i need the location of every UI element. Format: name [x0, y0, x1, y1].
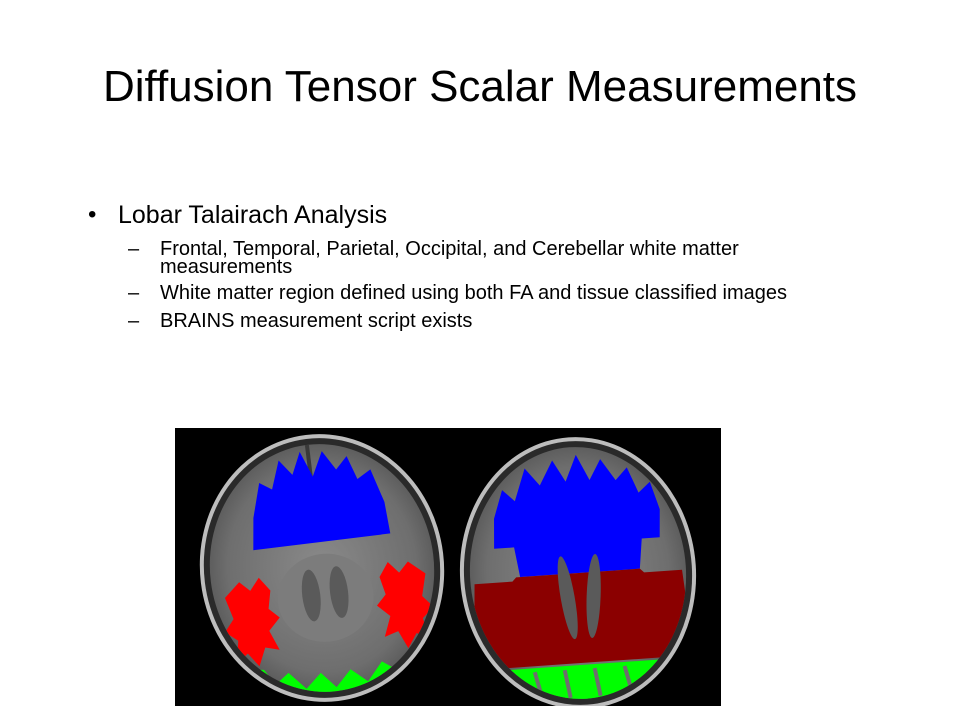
dash-icon: – — [128, 238, 140, 260]
frontal-region — [494, 454, 660, 578]
temporal-region — [224, 577, 280, 667]
frontal-region — [253, 451, 391, 551]
subbullet-text: White matter region defined using both F… — [160, 282, 788, 304]
parietal-region — [474, 568, 690, 670]
subbullet: – White matter region defined using both… — [128, 282, 888, 304]
temporal-region — [376, 561, 434, 649]
mri-figure — [175, 428, 721, 709]
subbullet: – Frontal, Temporal, Parietal, Occipital… — [128, 238, 888, 278]
slide-content: • Lobar Talairach Analysis – Frontal, Te… — [88, 198, 888, 332]
mri-axial-slice-left-icon — [199, 434, 445, 702]
subbullet-text: Frontal, Temporal, Parietal, Occipital, … — [160, 238, 739, 278]
mri-figure-svg — [199, 434, 697, 709]
mri-axial-slice-right-icon — [459, 437, 697, 709]
main-bullet: • Lobar Talairach Analysis — [88, 198, 888, 232]
subbullet-list: – Frontal, Temporal, Parietal, Occipital… — [88, 238, 888, 332]
main-bullet-text: Lobar Talairach Analysis — [118, 201, 388, 229]
dash-icon: – — [128, 282, 140, 304]
bullet-icon: • — [88, 201, 97, 228]
dash-icon: – — [128, 310, 140, 332]
slide-title: Diffusion Tensor Scalar Measurements — [102, 62, 858, 111]
subbullet: – BRAINS measurement script exists — [128, 310, 888, 332]
subbullet-text: BRAINS measurement script exists — [160, 310, 473, 332]
